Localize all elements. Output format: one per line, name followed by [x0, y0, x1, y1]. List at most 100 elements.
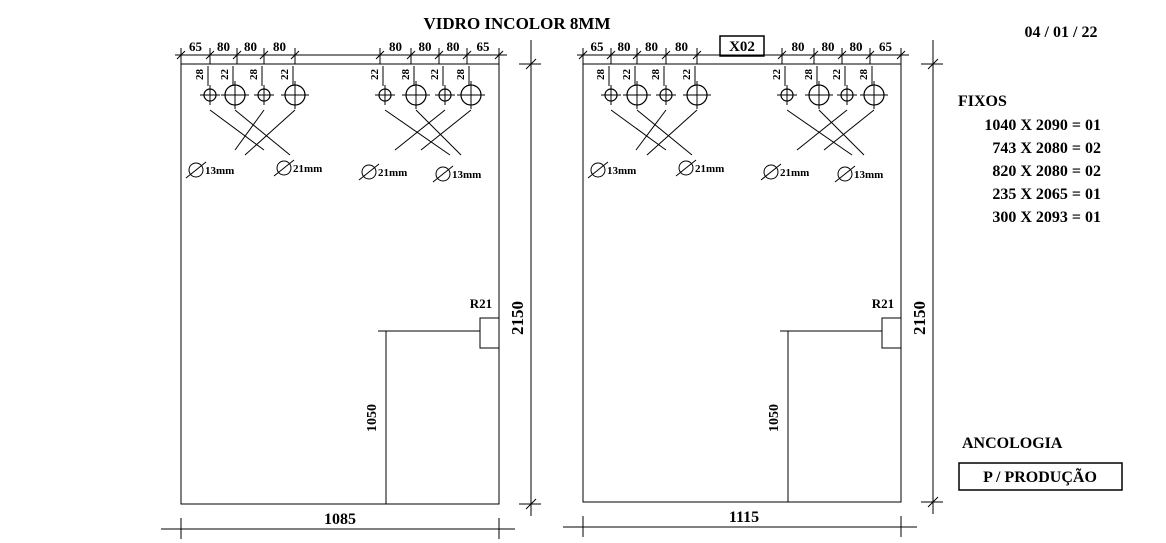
top-dim-left-1: 65 [189, 39, 203, 54]
top-dim-right-2: 80 [822, 39, 835, 54]
dim-slash [777, 50, 787, 60]
dia-label-13mm-right-dia-slash [834, 165, 856, 183]
dim-slash [434, 50, 444, 60]
hole-offset-left-1: 28 [595, 69, 607, 81]
leader-21b [244, 109, 296, 156]
producao-box [958, 462, 1123, 491]
height-dim-slash [927, 496, 939, 508]
hole-offset-right-2: 28 [400, 69, 412, 81]
hole-offset-right-1: 22 [771, 69, 783, 81]
leader-21 [234, 109, 291, 156]
fixos-item-2: 743 X 2080 = 02 [992, 140, 1101, 157]
leader-13 [610, 109, 667, 151]
drawing-title: VIDRO INCOLOR 8MM [424, 14, 611, 33]
dim-slash [632, 50, 642, 60]
top-dim-left-2: 80 [217, 39, 230, 54]
dim-slash [232, 50, 242, 60]
height-label: 2150 [508, 301, 527, 335]
top-dim-left-4: 80 [675, 39, 688, 54]
dia-label-13mm-left-dia-symbol [590, 162, 606, 178]
hole-offset-left-3: 28 [248, 69, 260, 81]
fixos-item-3: 820 X 2080 = 02 [992, 163, 1101, 180]
height-dim-slash [525, 58, 537, 70]
dia-label-13mm-left-dia-symbol [188, 162, 204, 178]
dim-slash [661, 50, 671, 60]
leader-13b [234, 109, 265, 151]
leader-13r [415, 109, 462, 156]
handle-notch [479, 317, 500, 349]
dim-slash [494, 50, 504, 60]
hole-offset-right-4: 28 [858, 69, 870, 81]
dia-label-21mm-left-dia-symbol [276, 160, 292, 176]
dia-label-21mm-right: 21mm [378, 167, 407, 179]
height-dim-slash [525, 498, 537, 510]
dim-slash [606, 50, 616, 60]
hole-offset-left-1: 28 [194, 69, 206, 81]
dia-label-13mm-right-dia-slash [432, 165, 454, 183]
dim-slash [865, 50, 875, 60]
radius-label: R21 [872, 296, 894, 311]
dia-label-13mm-right: 13mm [854, 169, 883, 181]
dim-slash [896, 50, 906, 60]
dim-slash [176, 50, 186, 60]
top-dim-right-2: 80 [419, 39, 432, 54]
dia-label-13mm-right: 13mm [452, 169, 481, 181]
top-dim-right-3: 80 [447, 39, 460, 54]
dia-label-21mm-left-dia-slash [675, 159, 697, 177]
top-dim-right-1: 80 [792, 39, 805, 54]
handle-height-label: 1050 [365, 404, 380, 432]
dim-slash [809, 50, 819, 60]
handle-height-label: 1050 [767, 404, 782, 432]
ancologia-label: ANCOLOGIA [962, 435, 1063, 452]
dia-label-21mm-right-dia-symbol [763, 164, 779, 180]
dia-label-13mm-left: 13mm [607, 165, 636, 177]
leader-13rb [420, 109, 472, 151]
hole-offset-left-4: 22 [279, 69, 291, 81]
leader-21rb [796, 109, 848, 151]
top-dim-right-4: 65 [477, 39, 491, 54]
leader-21b [646, 109, 698, 156]
hole-offset-right-3: 22 [429, 69, 441, 81]
producao-label: P / PRODUÇÃO [983, 467, 1097, 486]
dia-label-13mm-right-dia-symbol [837, 166, 853, 182]
top-dim-right-3: 80 [850, 39, 863, 54]
hole-offset-left-2: 22 [219, 69, 231, 81]
dia-label-13mm-right-dia-symbol [435, 166, 451, 182]
leader-13rb [823, 109, 875, 151]
top-dim-left-1: 65 [591, 39, 605, 54]
dia-label-21mm-right: 21mm [780, 167, 809, 179]
fixos-item-5: 300 X 2093 = 01 [992, 209, 1101, 226]
dia-label-21mm-left-dia-slash [273, 159, 295, 177]
top-dim-right-1: 80 [389, 39, 402, 54]
dim-slash [375, 50, 385, 60]
hole-offset-right-2: 28 [803, 69, 815, 81]
width-label: 1115 [729, 509, 759, 526]
piece-tag-box [719, 35, 765, 57]
fixos-heading: FIXOS [958, 93, 1007, 110]
fixos-item-1: 1040 X 2090 = 01 [984, 117, 1101, 134]
hole-offset-left-4: 22 [681, 69, 693, 81]
dia-label-13mm-left: 13mm [205, 165, 234, 177]
dim-slash [692, 50, 702, 60]
radius-label: R21 [470, 296, 492, 311]
piece-tag: X02 [729, 39, 755, 55]
top-dim-left-4: 80 [273, 39, 286, 54]
dim-slash [205, 50, 215, 60]
dim-slash [259, 50, 269, 60]
height-label: 2150 [910, 301, 929, 335]
hole-offset-right-1: 22 [369, 69, 381, 81]
hole-offset-right-3: 22 [831, 69, 843, 81]
dia-label-21mm-left: 21mm [293, 163, 322, 175]
glass-panel-outline [180, 63, 500, 505]
leader-13r [818, 109, 865, 156]
top-dim-left-3: 80 [244, 39, 257, 54]
dim-slash [406, 50, 416, 60]
dim-slash [578, 50, 588, 60]
leader-13 [209, 109, 265, 151]
height-dim-slash [927, 58, 939, 70]
dia-label-21mm-right-dia-slash [760, 163, 782, 181]
dim-slash [837, 50, 847, 60]
hole-offset-left-3: 28 [650, 69, 662, 81]
